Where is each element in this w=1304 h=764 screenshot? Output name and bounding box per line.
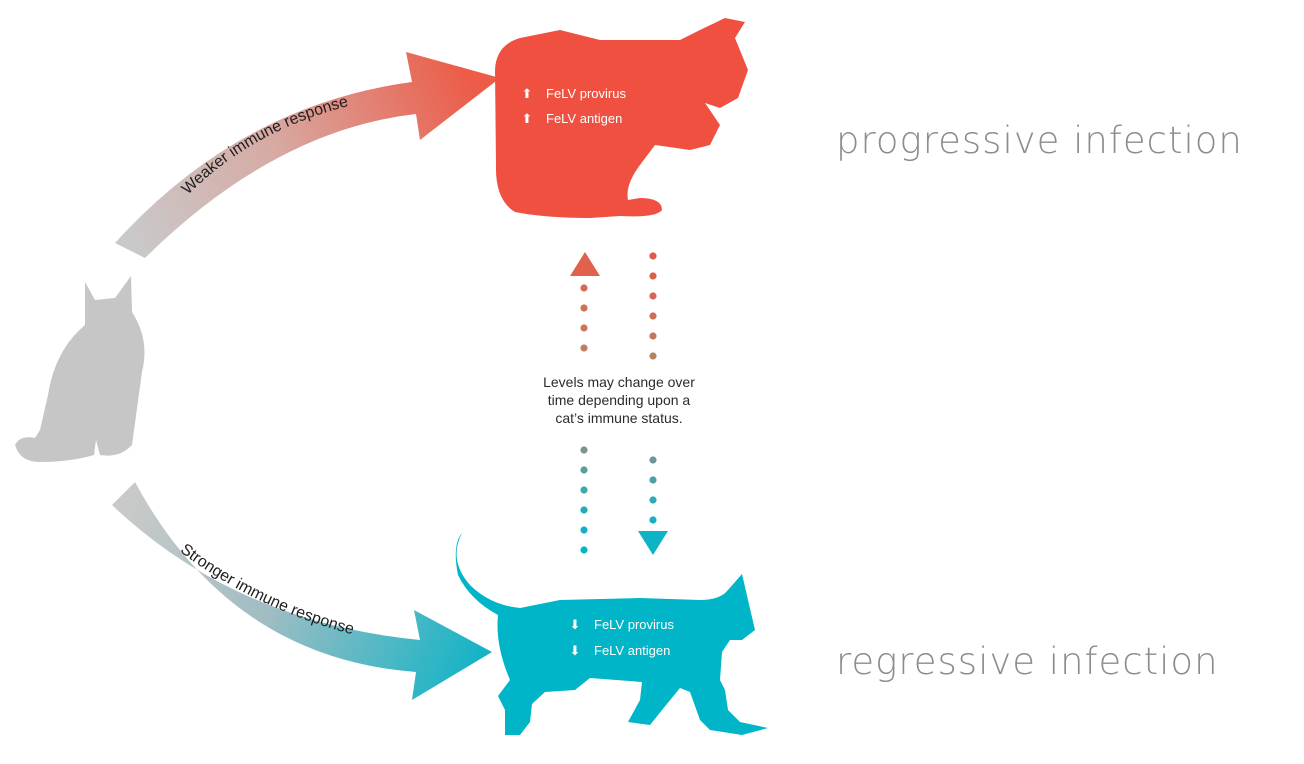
transition-down-arrow [638,456,668,555]
progressive-up-arrow-1: ⬆ [522,86,533,101]
transition-down-arrow-top [649,252,657,360]
note-line-3: cat’s immune status. [555,410,682,426]
progressive-antigen-label: FeLV antigen [546,111,622,126]
immune-status-note: Levels may change over time depending up… [543,374,695,426]
regressive-infection-label: regressive infection [836,640,1219,683]
regressive-antigen-label: FeLV antigen [594,643,670,658]
exposed-cat-silhouette [15,276,145,462]
progressive-cat-silhouette: ⬆ FeLV provirus ⬆ FeLV antigen [495,18,748,218]
weaker-response-arrow: Weaker immune response [115,52,500,258]
note-line-1: Levels may change over [543,374,695,390]
progressive-up-arrow-2: ⬆ [522,111,533,126]
regressive-down-arrow-2: ⬇ [570,643,581,658]
regressive-cat-silhouette: ⬇ FeLV provirus ⬇ FeLV antigen [455,533,768,735]
transition-up-arrow [570,252,600,352]
stronger-response-arrow: Stronger immune response [112,482,492,700]
regressive-down-arrow-1: ⬇ [570,617,581,632]
transition-up-arrow-bottom [580,446,588,554]
note-line-2: time depending upon a [548,392,691,408]
progressive-provirus-label: FeLV provirus [546,86,626,101]
progressive-infection-label: progressive infection [836,119,1243,162]
regressive-provirus-label: FeLV provirus [594,617,674,632]
